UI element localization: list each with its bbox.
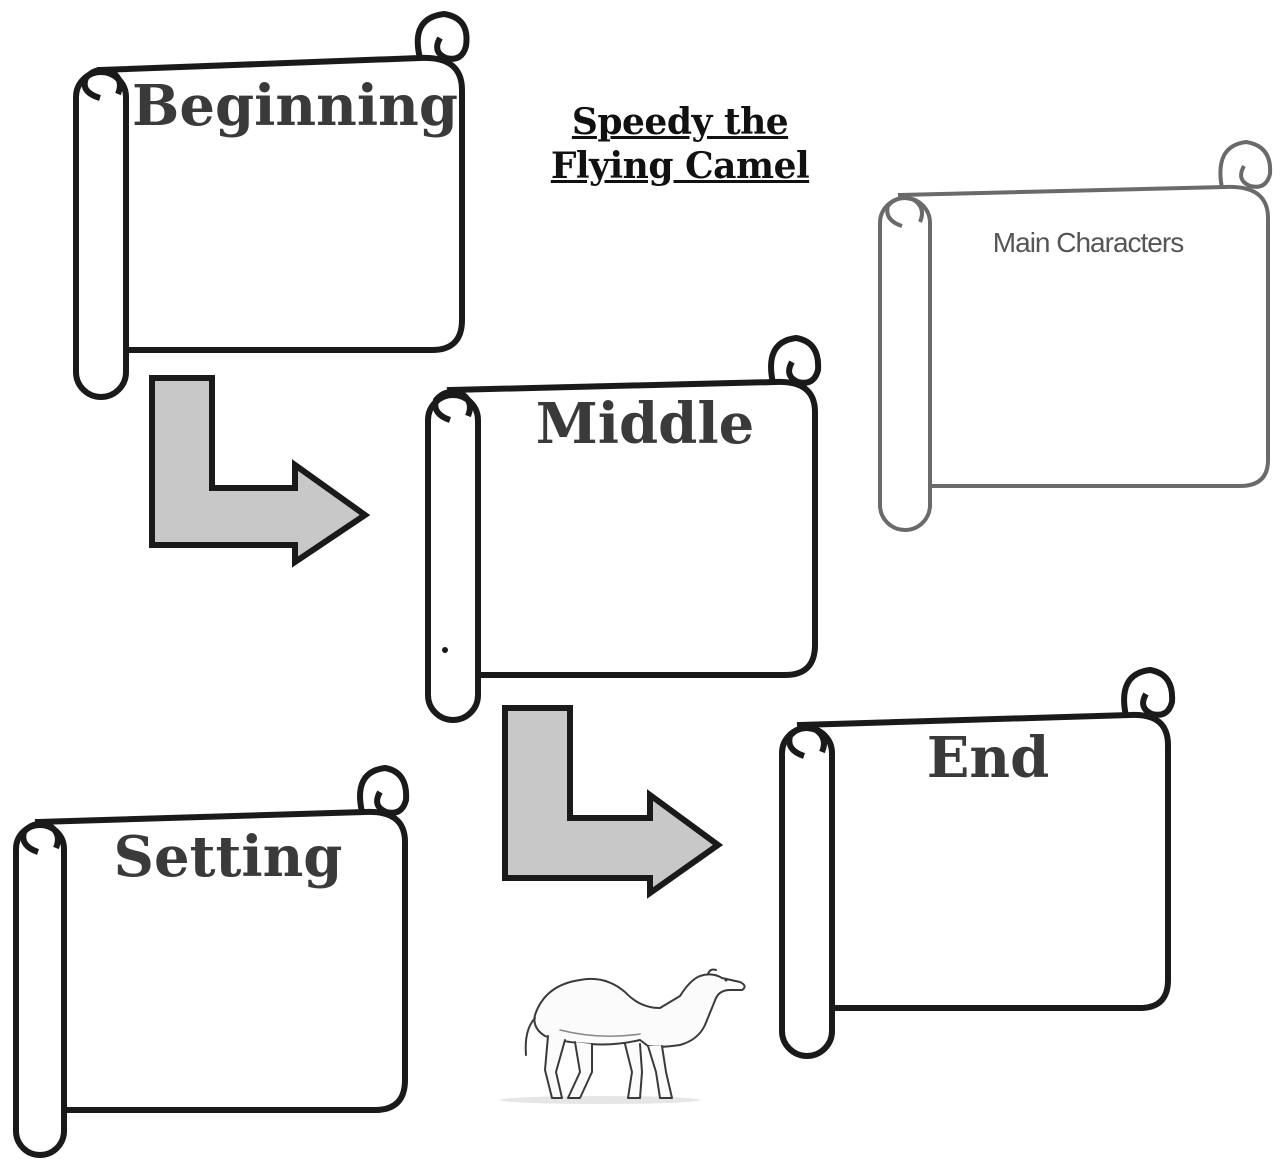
middle-label: Middle (536, 391, 754, 457)
end-label: End (927, 725, 1050, 791)
title-line-2: Flying Camel (550, 145, 810, 187)
beginning-label: Beginning (132, 73, 458, 139)
scroll-main-characters[interactable]: Main Characters (878, 139, 1273, 532)
scroll-end[interactable]: End (779, 666, 1176, 1059)
setting-label: Setting (114, 824, 343, 890)
page-title: Speedy the Flying Camel (520, 100, 840, 188)
title-line-1: Speedy the (571, 101, 789, 143)
arrow-middle-to-end (502, 705, 724, 899)
scroll-setting[interactable]: Setting (13, 764, 410, 1158)
camel-illustration (500, 968, 746, 1104)
arrow-beginning-to-middle (149, 375, 371, 568)
scroll-beginning[interactable]: Beginning (73, 10, 470, 400)
scroll-middle[interactable]: Middle (425, 334, 822, 723)
main-characters-label: Main Characters (993, 227, 1183, 258)
